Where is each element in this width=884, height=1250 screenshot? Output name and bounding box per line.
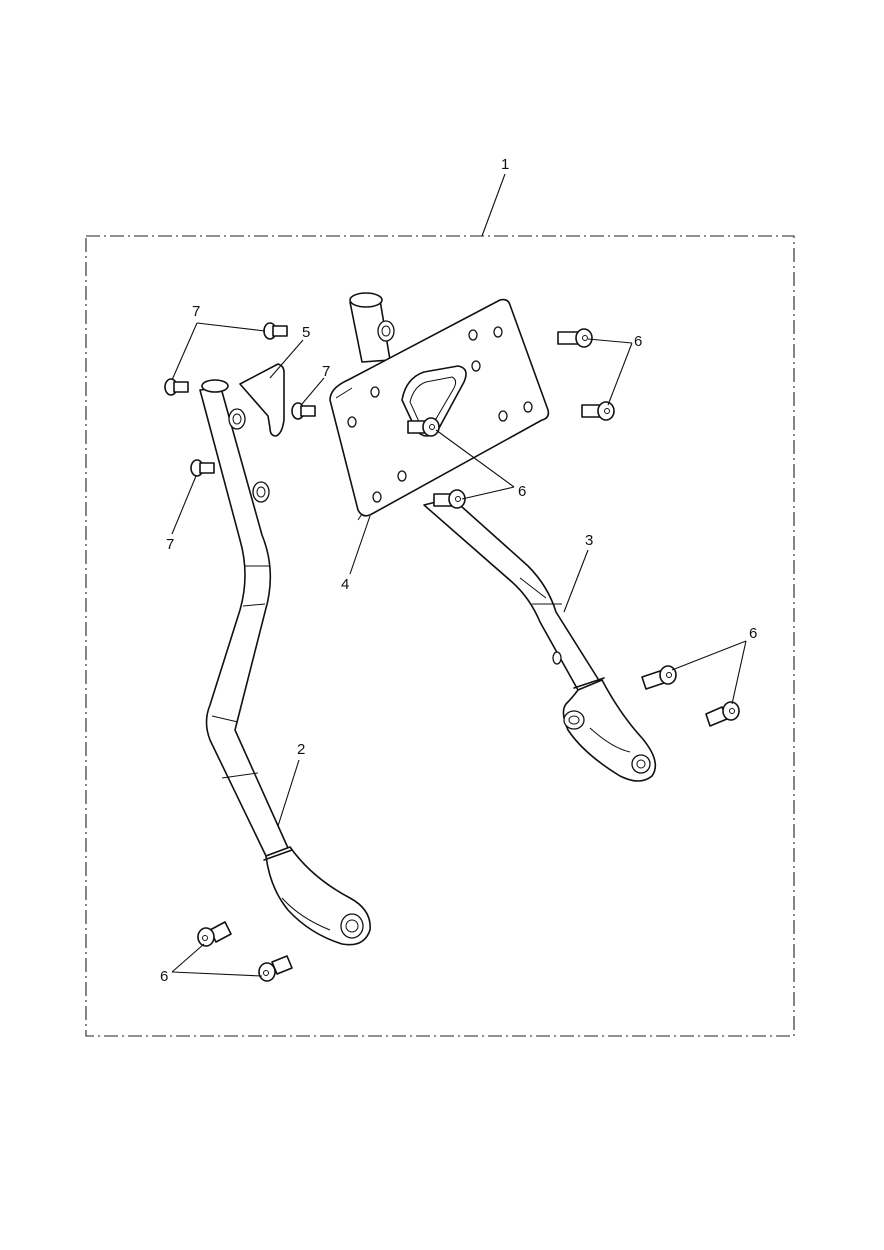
callout-bolt-short-top: 7 (192, 303, 200, 320)
callout-bolt-long-right: 6 (749, 625, 757, 642)
mounting-plate (329, 298, 550, 521)
callout-kit: 1 (501, 156, 509, 173)
callout-group-bolt-long-plate: 6 (435, 429, 526, 500)
callout-group-gusset: 5 (269, 324, 310, 379)
callout-left-bracket: 2 (297, 741, 305, 758)
callout-bolt-long-plate: 6 (518, 483, 526, 500)
callout-group-bolt-short-top: 7 (171, 303, 266, 381)
callout-group-bolt-long-right: 6 (671, 625, 757, 705)
callout-group-bolt-short-mid: 7 (301, 363, 330, 405)
bolt-short-2 (164, 378, 189, 396)
bolt-long-5 (641, 665, 677, 690)
callout-group-left-bracket: 2 (277, 741, 305, 827)
callout-bolt-short-mid: 7 (322, 363, 330, 380)
kit-boundary-frame (85, 235, 795, 1037)
callout-group-bolt-long-top: 6 (587, 333, 642, 406)
bolt-long-2 (581, 401, 615, 421)
callout-group-right-bracket: 3 (563, 532, 593, 613)
gusset (239, 363, 285, 437)
bolt-short-4 (190, 459, 215, 477)
callout-right-bracket: 3 (585, 532, 593, 549)
bolt-short-3 (291, 402, 316, 420)
callout-bolt-long-top: 6 (634, 333, 642, 350)
left-bracket (199, 379, 371, 946)
callout-bolt-short-low: 7 (166, 536, 174, 553)
callout-gusset: 5 (302, 324, 310, 341)
callout-group-bolt-short-low: 7 (166, 475, 197, 553)
callout-group-kit: 1 (481, 156, 509, 237)
bolt-long-1 (557, 328, 593, 348)
bolt-long-7 (197, 921, 232, 947)
bolt-long-8 (258, 955, 293, 982)
callout-plate: 4 (341, 576, 349, 593)
callout-bolt-long-bottom: 6 (160, 968, 168, 985)
bolt-long-6 (705, 701, 740, 727)
bolt-long-4 (433, 489, 466, 509)
callout-group-plate: 4 (341, 515, 371, 593)
bolt-short-1 (263, 322, 288, 340)
callout-group-bolt-long-bottom: 6 (160, 943, 263, 985)
bolt-long-3 (407, 417, 440, 437)
